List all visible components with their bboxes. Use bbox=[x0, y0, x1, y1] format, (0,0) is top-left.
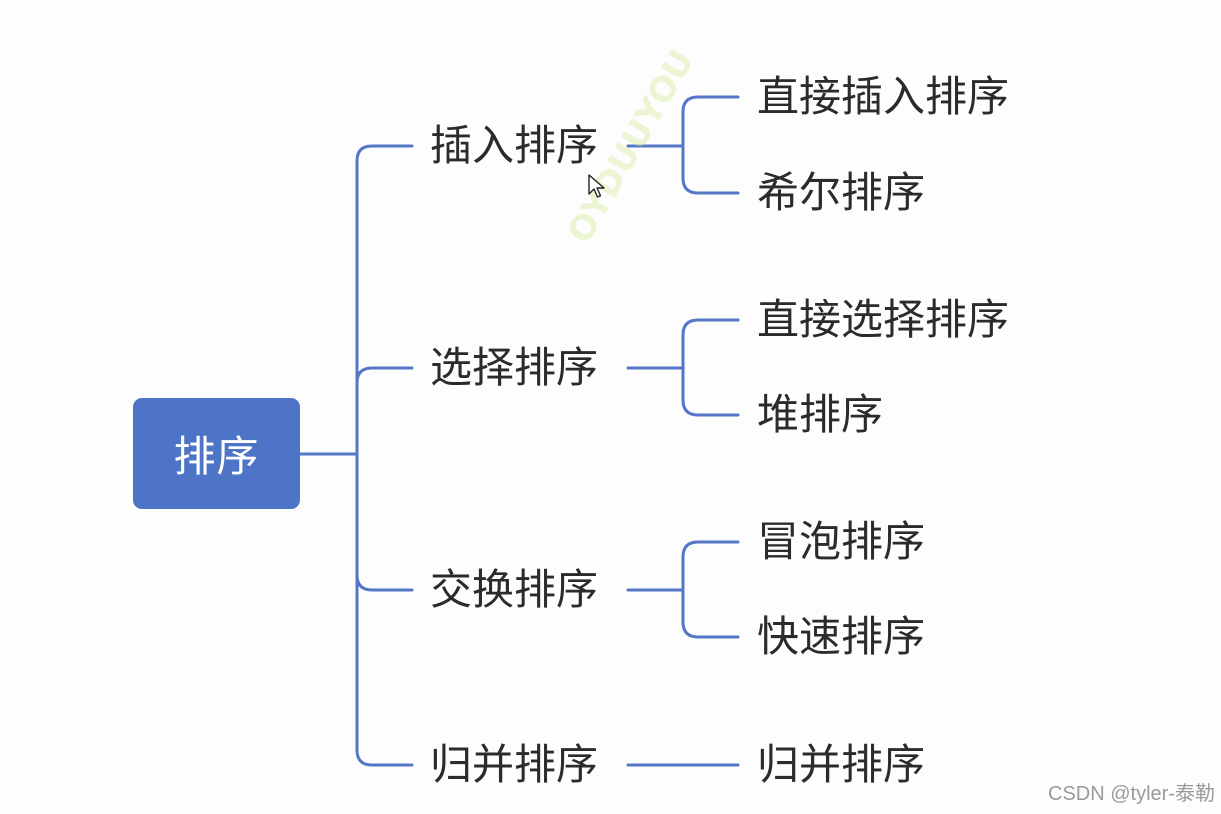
leaf-node-straight-selection[interactable]: 直接选择排序 bbox=[757, 295, 1010, 344]
leaf-node-merge[interactable]: 归并排序 bbox=[757, 740, 926, 789]
connector-cat2-up bbox=[681, 318, 740, 370]
category-node-merge[interactable]: 归并排序 bbox=[430, 740, 599, 789]
connector-trunk-top bbox=[355, 144, 414, 456]
connector-cat3-down bbox=[681, 588, 740, 639]
category-node-insertion[interactable]: 插入排序 bbox=[430, 121, 599, 170]
connector-cat1-up bbox=[681, 95, 740, 148]
leaf-node-shell[interactable]: 希尔排序 bbox=[757, 168, 926, 217]
category-node-exchange[interactable]: 交换排序 bbox=[430, 565, 599, 614]
root-node-label: 排序 bbox=[173, 432, 260, 481]
category-node-selection[interactable]: 选择排序 bbox=[430, 343, 599, 392]
credit-watermark: CSDN @tyler-泰勒 bbox=[1048, 783, 1215, 805]
connector-cat1-down bbox=[681, 144, 740, 195]
connector-cat2-down bbox=[681, 366, 740, 417]
leaf-node-straight-insertion[interactable]: 直接插入排序 bbox=[757, 72, 1010, 121]
leaf-node-bubble[interactable]: 冒泡排序 bbox=[757, 517, 926, 566]
leaf-node-heap[interactable]: 堆排序 bbox=[757, 390, 884, 439]
connector-trunk-3 bbox=[355, 452, 414, 592]
connector-cat3-up bbox=[681, 540, 740, 592]
connector-trunk-2 bbox=[355, 366, 414, 385]
root-node[interactable]: 排序 bbox=[133, 398, 300, 509]
connector-trunk-bottom bbox=[355, 573, 414, 767]
arrow-cursor-icon bbox=[588, 174, 605, 198]
leaf-node-quick[interactable]: 快速排序 bbox=[757, 612, 926, 661]
